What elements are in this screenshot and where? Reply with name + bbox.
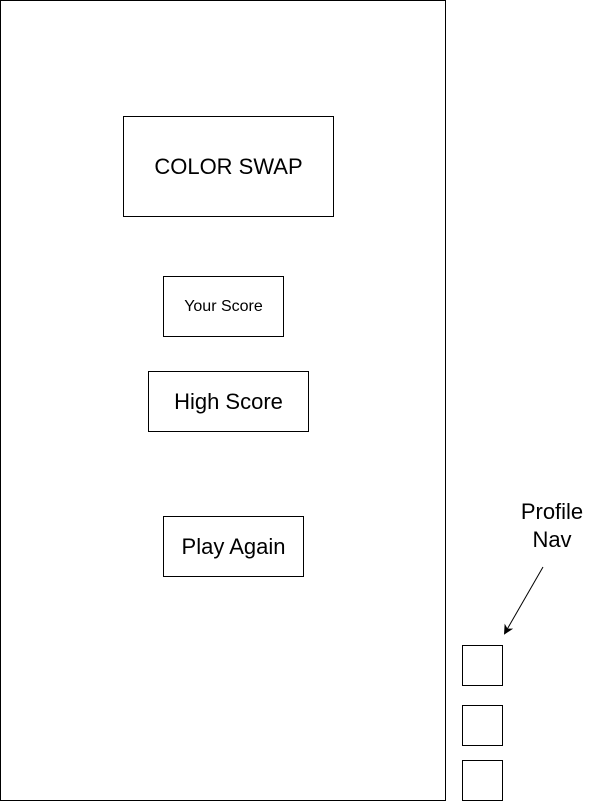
annotation-line-1: Profile (520, 499, 584, 524)
high-score-box: High Score (148, 371, 309, 432)
phone-screen-frame: COLOR SWAP Your Score High Score Play Ag… (0, 0, 446, 801)
play-again-button[interactable]: Play Again (163, 516, 304, 577)
your-score-box: Your Score (163, 276, 284, 337)
profile-nav-item-2[interactable] (462, 705, 503, 746)
annotation-line-2: Nav (532, 527, 572, 552)
game-title: COLOR SWAP (123, 116, 334, 217)
profile-nav-item-3[interactable] (462, 760, 503, 801)
profile-nav-item-1[interactable] (462, 645, 503, 686)
profile-nav-annotation: Profile Nav (500, 498, 603, 554)
